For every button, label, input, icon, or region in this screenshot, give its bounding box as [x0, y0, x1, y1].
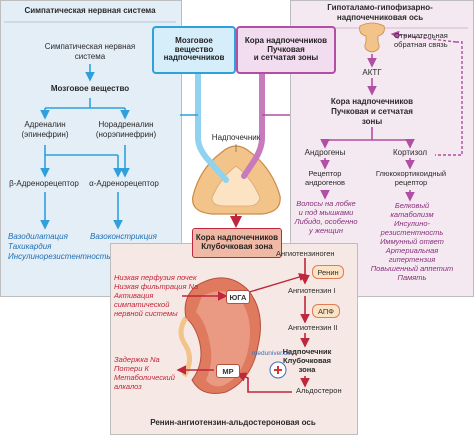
kidney-vessel: [178, 316, 192, 378]
cortisol-effect-0: Белковый: [394, 201, 430, 210]
beta-effect-tachycardia: Тахикардия: [8, 242, 52, 251]
androgen-effect-3: Либидо, особенно: [294, 217, 358, 226]
glom-box-line1: Кора надпочечников: [195, 233, 279, 243]
androgen-effect-1: Волосы на лобке: [296, 199, 356, 208]
angiotensinogen-label: Ангиотензиноген: [276, 249, 335, 258]
beta-receptor: β-Адренорецептор: [9, 179, 79, 188]
cortex-fasciculata-box: Кора надпочечников Пучковая и сетчатая з…: [236, 26, 336, 74]
alpha-effect-vasoconstriction: Вазоконстрикция: [90, 232, 157, 241]
gluco-receptor-line2: рецептор: [394, 178, 428, 187]
cortisol-effect-1: катаболизм: [390, 210, 434, 219]
renin-label: Ренин: [317, 267, 339, 277]
arrow-aldosterone-to-mr: [236, 372, 292, 393]
cortisol-label: Кортизол: [392, 148, 428, 157]
glomerulosa-box: Кора надпочечников Клубочковая зона: [192, 228, 282, 258]
negative-feedback-line: [435, 41, 463, 156]
adrenal-label: Надпочечник: [211, 133, 261, 142]
stimulus-1: Низкая фильтрация Na: [114, 282, 199, 291]
noradrenaline-line2: (норэпинефрин): [95, 130, 157, 139]
hpa-cortex-line2: Пучковая и сетчатая: [331, 107, 413, 116]
medulla-box-line1: Мозговое: [175, 35, 213, 45]
mr-effect-2: Метаболический: [114, 373, 175, 382]
androgen-receptor-line1: Рецептор: [308, 169, 342, 178]
jga-box: ЮГА: [226, 290, 250, 304]
sympathetic-header: Симпатическая нервная система: [24, 6, 156, 15]
medulla-box-line3: надпочечников: [163, 53, 225, 63]
adrenal-gland-inner: [211, 165, 261, 207]
cortisol-effect-4: Иммунный ответ: [380, 237, 444, 246]
alpha-receptor: α-Адренорецептор: [89, 179, 159, 188]
watermark-text: meduniver.com: [252, 350, 297, 357]
acth-label: АКТГ: [362, 68, 382, 77]
raas-glom-line3: зона: [298, 365, 316, 374]
cortisol-effect-6: гипертензия: [388, 255, 436, 264]
cortisol-effect-5: Артериальная: [385, 246, 439, 255]
stimulus-0: Низкая перфузия почек: [114, 273, 197, 282]
ace-label: АПФ: [317, 306, 334, 316]
cortex-box-line1: Кора надпочечников: [244, 35, 328, 45]
arrow-jga-to-renin: [245, 272, 308, 294]
glom-box-line2: Клубочковая зона: [201, 242, 273, 251]
stimulus-4: нервной системы: [114, 309, 178, 318]
medulla-label: Мозговое вещество: [50, 84, 130, 93]
renin-box: Ренин: [312, 265, 344, 279]
feedback-line2: обратная связь: [394, 40, 448, 49]
mr-effect-0: Задержка Na: [114, 355, 160, 364]
mr-effect-3: алкалоз: [114, 382, 142, 391]
adrenaline-line1: Адреналин: [24, 120, 66, 129]
medulla-box-line2: вещество: [174, 44, 214, 54]
negative-feedback-arrow: [390, 30, 457, 43]
angiotensin2-label: Ангиотензин II: [288, 323, 338, 332]
mr-label: МР: [222, 366, 234, 376]
beta-effect-insulin-resistance: Инсулинорезистентность: [8, 252, 111, 261]
gluco-receptor-line1: Глюкокортикоидный: [375, 169, 447, 178]
ace-box: АПФ: [312, 304, 340, 318]
cortisol-effect-2: Инсулино-: [393, 219, 431, 228]
cortisol-effect-3: резистентность: [380, 228, 444, 237]
androgen-effect-2: и под мышками: [298, 208, 354, 217]
cortex-box-line3: и сетчатая зоны: [253, 53, 319, 63]
feedback-line1: Отрицательная: [394, 31, 448, 40]
mr-effect-1: Потери К: [114, 364, 149, 373]
noradrenaline-line1: Норадреналин: [98, 120, 154, 129]
hpa-header-line2: надпочечниковая ось: [336, 13, 424, 22]
raas-footer: Ренин-ангиотензин-альдостероновая ось: [150, 418, 316, 427]
androgens-label: Андрогены: [304, 148, 346, 157]
mr-box: МР: [216, 364, 240, 378]
medulla-box: Мозговое вещество надпочечников: [152, 26, 236, 74]
raas-glom-line1: Надпочечник: [282, 347, 332, 356]
kidney-inner: [196, 291, 250, 387]
hpa-cortex-line1: Кора надпочечников: [330, 97, 414, 106]
watermark-cross-icon: [274, 366, 282, 374]
cortex-pathway-band: [241, 71, 265, 179]
cortisol-effect-8: Память: [397, 273, 427, 282]
sns-source-line2: система: [74, 52, 106, 61]
aldosterone-label: Альдостерон: [296, 386, 342, 395]
hpa-cortex-line3: зоны: [361, 117, 383, 126]
androgen-receptor-line2: андрогенов: [304, 178, 346, 187]
beta-effect-vasodilation: Вазодилатация: [8, 232, 68, 241]
sns-source-line1: Симпатическая нервная: [44, 42, 136, 51]
stimulus-3: симпатической: [114, 300, 170, 309]
cortisol-effect-7: Повышенный аппетит: [370, 264, 454, 273]
hpa-header-line1: Гипоталамо-гипофизарно-: [327, 3, 433, 12]
jga-label: ЮГА: [229, 292, 247, 302]
pituitary-shape: [359, 22, 385, 53]
androgen-effect-4: у женщин: [309, 226, 343, 235]
raas-glom-line2: Клубочковая: [282, 356, 332, 365]
angiotensin1-label: Ангиотензин I: [288, 286, 336, 295]
adrenaline-line2: (эпинефрин): [21, 130, 69, 139]
cortex-box-line2: Пучковая: [267, 44, 305, 54]
stimulus-2: Активация: [114, 291, 154, 300]
medulla-pathway-band: [195, 71, 229, 183]
